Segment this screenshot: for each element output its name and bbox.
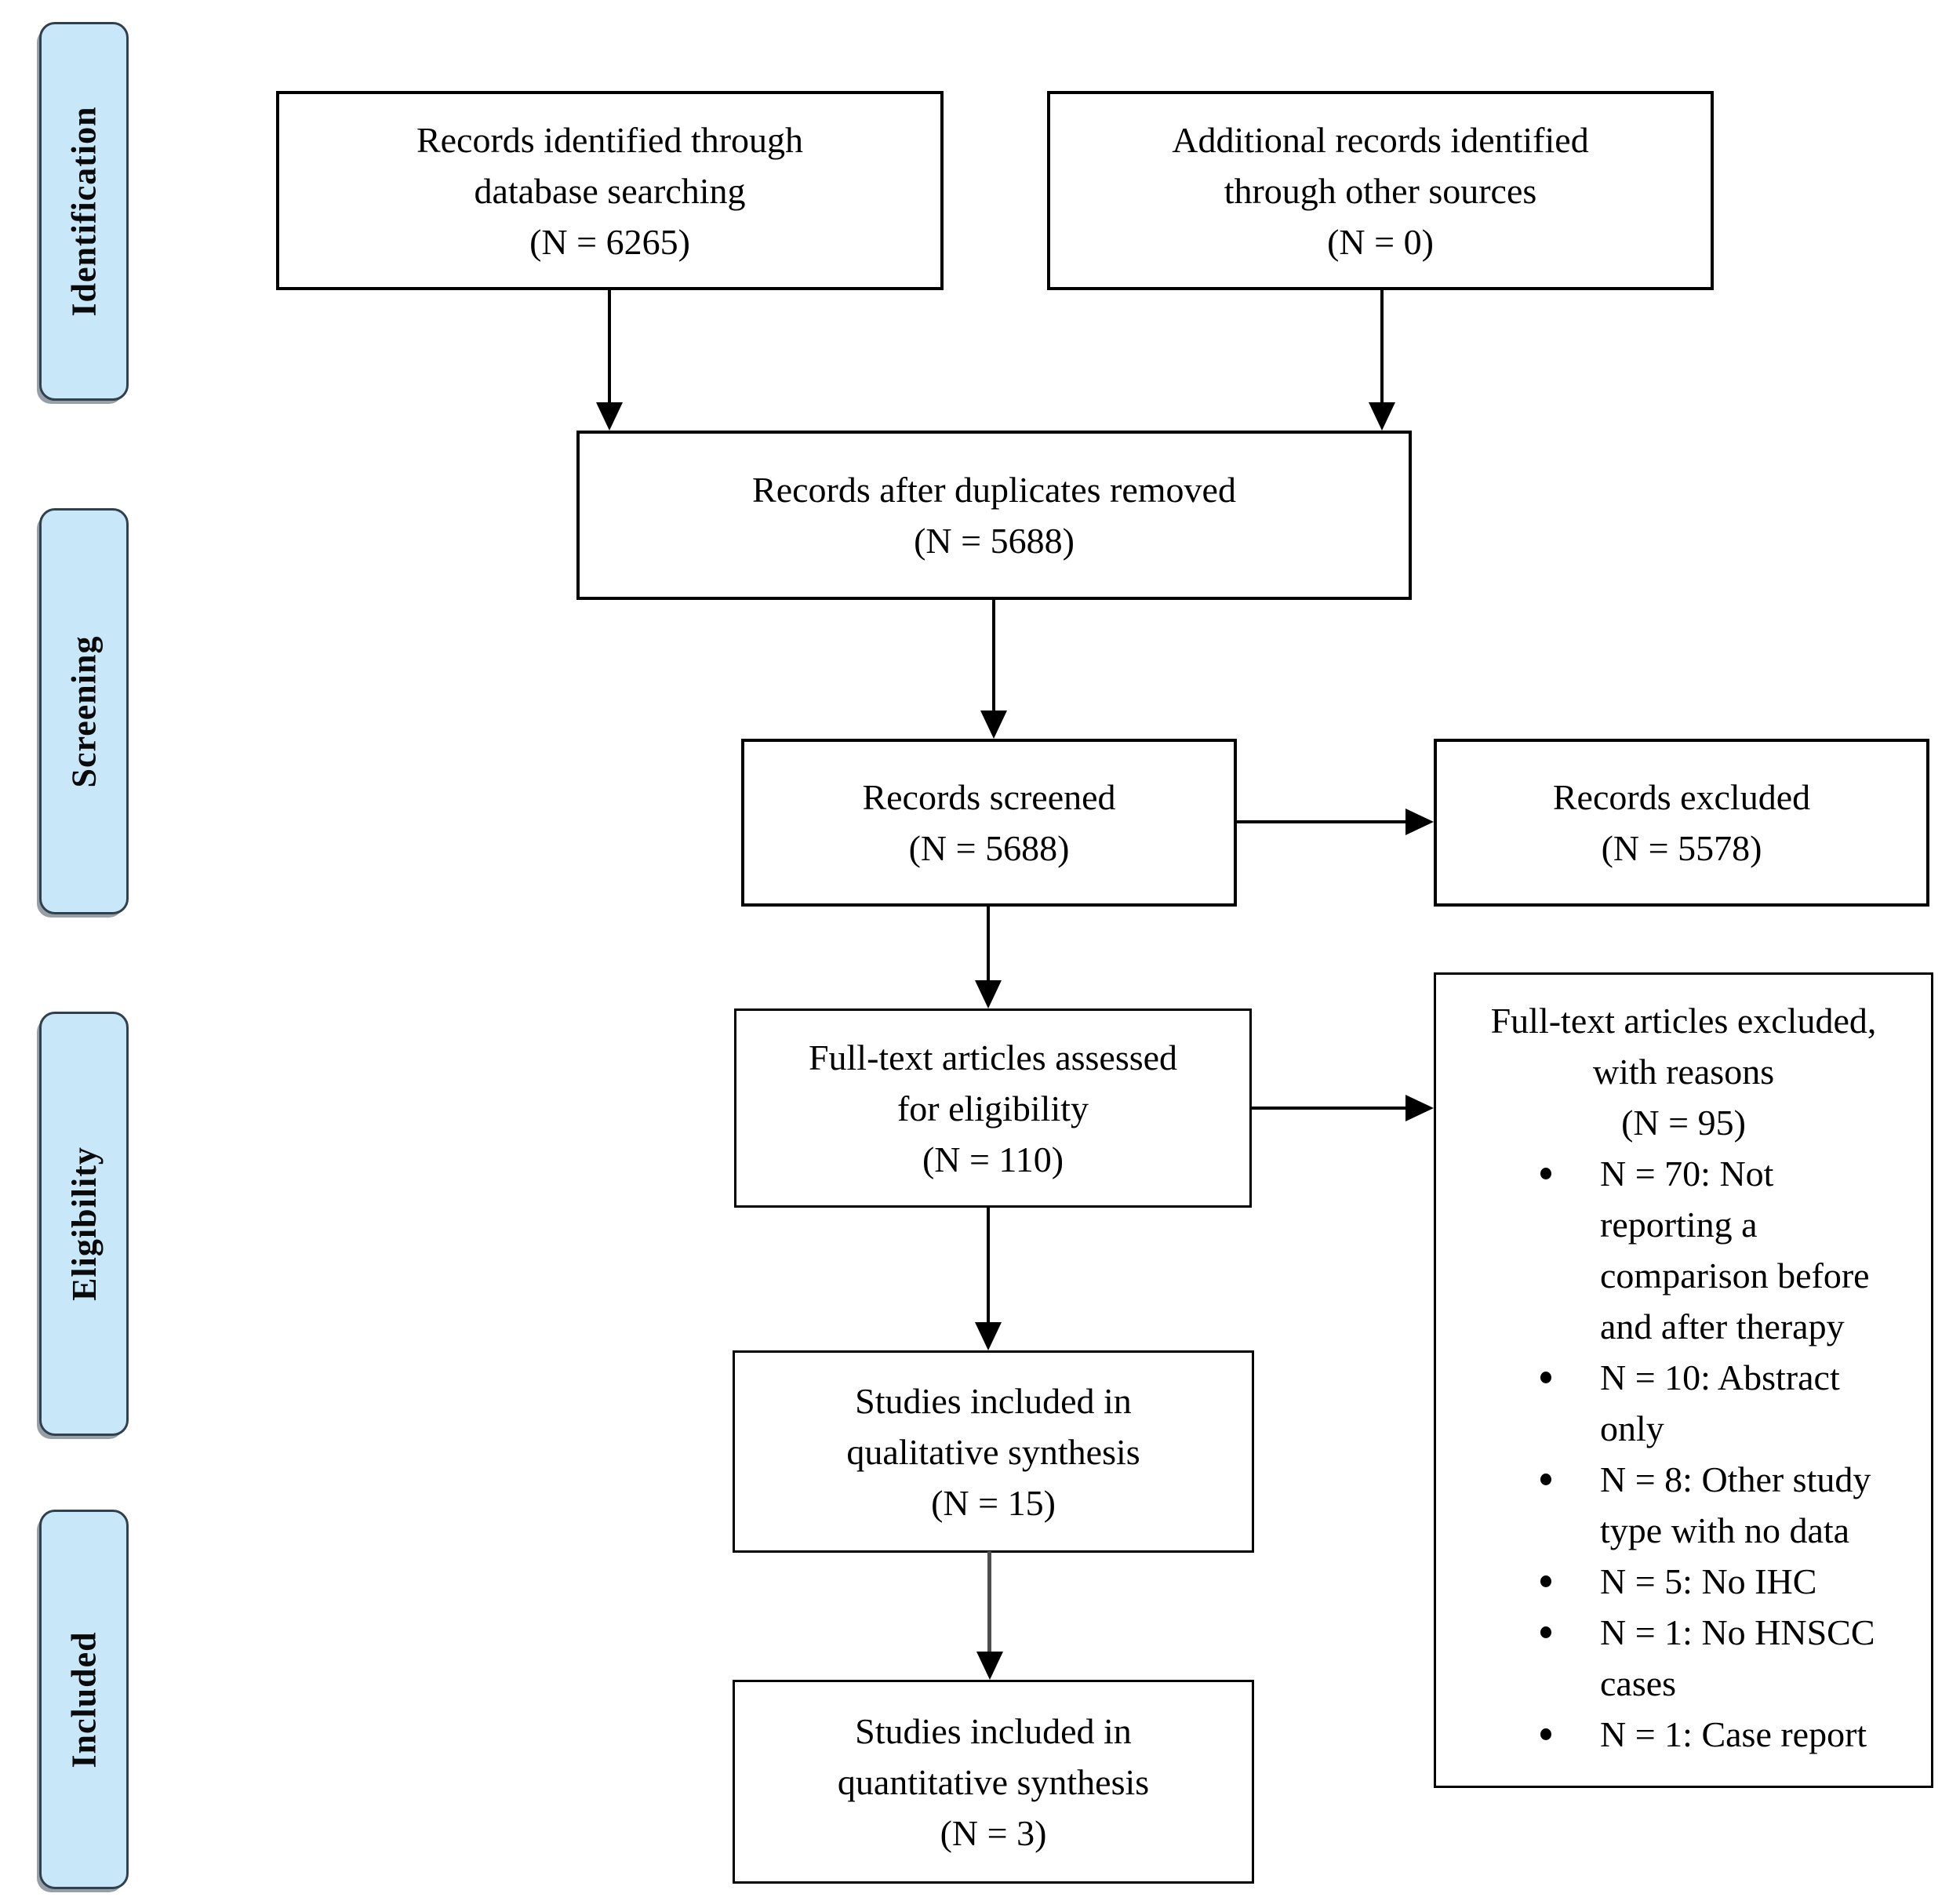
box-text-line: Records excluded [1552,777,1811,817]
arrow-line-qualitative-to-quantitative [987,1551,991,1654]
box-text-line: Full-text articles assessed [808,1037,1178,1078]
box-fulltext-excluded-reasons: Full-text articles excluded, with reason… [1434,972,1933,1788]
arrowhead-down-icon [980,710,1007,739]
box-count: (N = 110) [922,1139,1064,1179]
arrowhead-down-icon [975,1322,1002,1350]
arrowhead-down-icon [976,1652,1003,1680]
box-records-identified: Records identified through database sear… [276,91,944,290]
arrow-line-identified-to-duplicates [608,289,611,405]
arrow-line-duplicates-to-screened [992,598,995,713]
arrowhead-down-icon [975,980,1002,1008]
box-text-line: qualitative synthesis [846,1431,1140,1472]
exclusion-reason-item: N = 8: Other study type with no data [1540,1454,1902,1556]
stage-label-eligibility: Eligibility [64,1147,104,1301]
box-count: (N = 6265) [529,221,690,262]
arrow-line-screened-to-excluded [1235,820,1407,823]
exclusion-reasons-list: N = 70: Not reporting a comparison befor… [1436,1148,1902,1760]
arrow-line-fulltext-to-reasons [1250,1107,1407,1110]
box-text-line: Studies included in [855,1380,1132,1421]
box-text-line: quantitative synthesis [837,1761,1150,1802]
box-additional-records: Additional records identified through ot… [1047,91,1714,290]
box-records-after-duplicates: Records after duplicates removed (N = 56… [576,431,1412,600]
exclusion-reason-item: N = 1: No HNSCC cases [1540,1607,1902,1709]
box-text-line: Records after duplicates removed [752,470,1236,510]
box-text-line: Records identified through [416,119,804,160]
box-text-line: Additional records identified [1172,119,1589,160]
box-text-line: with reasons [1592,1052,1775,1092]
box-records-excluded: Records excluded (N = 5578) [1434,739,1929,907]
stage-pill-eligibility: Eligibility [39,1012,129,1436]
box-count: (N = 95) [1621,1103,1746,1143]
stage-label-identification: Identification [64,106,104,317]
box-count: (N = 0) [1327,221,1434,262]
arrow-line-screened-to-fulltext [987,905,990,983]
exclusion-reason-item: N = 70: Not reporting a comparison befor… [1540,1148,1902,1352]
box-quantitative-synthesis: Studies included in quantitative synthes… [733,1680,1254,1884]
box-count: (N = 5578) [1601,828,1762,868]
box-qualitative-synthesis: Studies included in qualitative synthesi… [733,1350,1254,1553]
arrow-line-fulltext-to-qualitative [987,1206,990,1325]
exclusion-reason-item: N = 5: No IHC [1540,1556,1902,1607]
box-text-line: Records screened [862,777,1116,817]
arrowhead-down-icon [596,402,623,431]
stage-pill-identification: Identification [39,22,129,401]
box-text-line: Full-text articles excluded, [1490,1001,1877,1041]
box-text-line: through other sources [1224,170,1537,211]
box-count: (N = 5688) [914,521,1075,561]
stage-pill-included: Included [39,1510,129,1889]
stage-label-screening: Screening [64,635,104,787]
arrowhead-down-icon [1369,402,1395,431]
box-text-line: database searching [474,170,746,211]
arrow-line-additional-to-duplicates [1380,289,1384,405]
stage-label-included: Included [64,1630,104,1768]
arrowhead-right-icon [1405,809,1434,835]
exclusion-reason-item: N = 1: Case report [1540,1709,1902,1760]
box-fulltext-assessed: Full-text articles assessed for eligibil… [734,1008,1252,1208]
box-count: (N = 5688) [908,828,1070,868]
box-text-line: Studies included in [855,1710,1132,1751]
arrowhead-right-icon [1405,1095,1434,1121]
stage-pill-screening: Screening [39,508,129,914]
box-text-line: for eligibility [896,1088,1089,1128]
box-records-screened: Records screened (N = 5688) [741,739,1237,907]
box-count: (N = 3) [940,1812,1047,1853]
exclusion-reason-item: N = 10: Abstract only [1540,1352,1902,1454]
box-count: (N = 15) [931,1482,1056,1523]
